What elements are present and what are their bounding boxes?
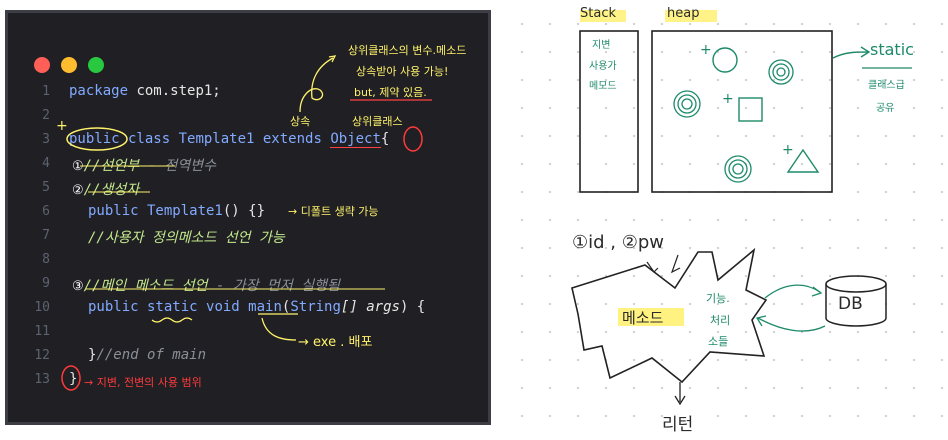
keyword-public: public <box>69 131 120 147</box>
line-number: 13 <box>34 372 50 387</box>
function-note: 처리 <box>710 314 731 327</box>
static-note: 공유 <box>876 103 895 114</box>
class-name: Template1 <box>178 131 255 147</box>
note-exe: → exe . 배포 <box>298 335 373 350</box>
code-line-13: } <box>69 371 77 387</box>
code-text: ( <box>281 299 291 315</box>
step-marker: ① <box>72 159 84 174</box>
line-number: 7 <box>42 228 50 243</box>
code-text: () {} <box>222 203 266 219</box>
return-label: 리턴 <box>662 415 694 435</box>
line-number: 12 <box>34 348 50 363</box>
code-text: [] args <box>340 299 400 315</box>
close-window-icon[interactable] <box>34 57 50 73</box>
code-line-12: }//end of main <box>88 347 206 363</box>
method-params: ①id , ②pw <box>572 232 665 253</box>
function-note: 소들 <box>708 335 729 348</box>
stack-label: Stack <box>580 6 616 21</box>
line-number: 11 <box>34 324 50 339</box>
code-line-10: public static void main(String[] args) { <box>88 299 425 315</box>
note-inherit: 상속 <box>290 115 311 128</box>
code-annotation-strokes <box>61 55 432 391</box>
code-panel: 1 2 3 4 5 6 7 8 9 10 11 12 13 package co… <box>5 10 491 425</box>
code-editor-window <box>5 10 491 425</box>
comment: //메인 메소드 선언 <box>83 278 208 294</box>
line-number: 5 <box>42 180 50 195</box>
code-line-7: //사용자 정의메소드 선언 가능 <box>88 227 285 247</box>
code-line-5: ②//생성자 <box>72 179 139 199</box>
close-brace: } <box>88 347 97 363</box>
keyword-static: static <box>138 299 198 315</box>
plus-mark: + <box>722 91 734 107</box>
code-line-9: ③//메인 메소드 선언 - 가장 먼저 실행됨 <box>72 275 340 295</box>
maximize-window-icon[interactable] <box>88 57 104 73</box>
keyword-public: public <box>88 203 139 219</box>
function-note: 기능. <box>706 292 730 305</box>
line-number: 4 <box>42 156 50 171</box>
line-number: 6 <box>42 204 50 219</box>
line-number: 2 <box>42 108 50 123</box>
plus-mark: + <box>700 42 712 58</box>
comment: //사용자 정의메소드 선언 가능 <box>88 230 285 246</box>
heap-label: heap <box>667 6 700 21</box>
line-number: 9 <box>42 276 50 291</box>
step-marker: ② <box>72 183 84 198</box>
line-number: 1 <box>42 84 50 99</box>
minimize-window-icon[interactable] <box>61 57 77 73</box>
db-label: DB <box>838 294 863 314</box>
note-scope: → 지변, 전변의 사용 범위 <box>84 376 202 389</box>
static-note: 클래스급 <box>868 80 905 91</box>
parent-class: Object <box>330 131 381 148</box>
note-superclass: 상위클래스 <box>352 115 403 128</box>
code-text: ) { <box>399 299 426 315</box>
constructor-name: Template1 <box>138 203 223 219</box>
stack-note: 메모드 <box>589 81 617 92</box>
code-line-3: public class Template1 extends Object{ <box>69 131 390 148</box>
comment: //생성자 <box>83 182 140 198</box>
step-marker: ③ <box>72 279 84 294</box>
memory-sketch: Stack heap 지변 사용가 메모드 + + + static 클래스급 … <box>500 0 948 440</box>
keyword-extends: extends <box>254 131 331 147</box>
keyword-class: class <box>119 131 179 147</box>
note-inherit-detail: 상위클래스의 변수.메소드 <box>348 44 467 57</box>
line-number: 8 <box>42 252 50 267</box>
sketch-strokes <box>571 10 912 406</box>
code-line-1: package com.step1; <box>69 83 221 99</box>
note-default-constructor: → 디폴트 생략 가능 <box>288 205 379 218</box>
keyword-public: public <box>88 299 139 315</box>
close-brace: } <box>69 371 78 387</box>
stack-note: 사용가 <box>589 61 617 72</box>
open-brace: { <box>380 131 390 147</box>
comment: //end of main <box>96 347 207 363</box>
keyword: package <box>69 83 129 99</box>
comment: - 가장 먼저 실행됨 <box>207 278 340 294</box>
code-text: com.step1; <box>128 83 221 99</box>
stack-note: 지변 <box>592 40 611 51</box>
line-number: 3 <box>42 132 50 147</box>
plus-mark: + <box>56 118 68 134</box>
plus-mark: + <box>782 142 794 158</box>
keyword-void: void <box>197 299 240 315</box>
line-number: 10 <box>34 300 50 315</box>
code-line-6: public Template1() {} <box>88 203 265 219</box>
method-name: main <box>239 299 282 315</box>
note-inherit-detail: 상속받아 사용 가능! <box>356 65 449 78</box>
note-inherit-detail: but, 제약 있음. <box>354 86 427 99</box>
method-label: 메소드 <box>622 309 664 327</box>
type-name: String <box>290 299 341 315</box>
static-label: static <box>870 40 914 59</box>
